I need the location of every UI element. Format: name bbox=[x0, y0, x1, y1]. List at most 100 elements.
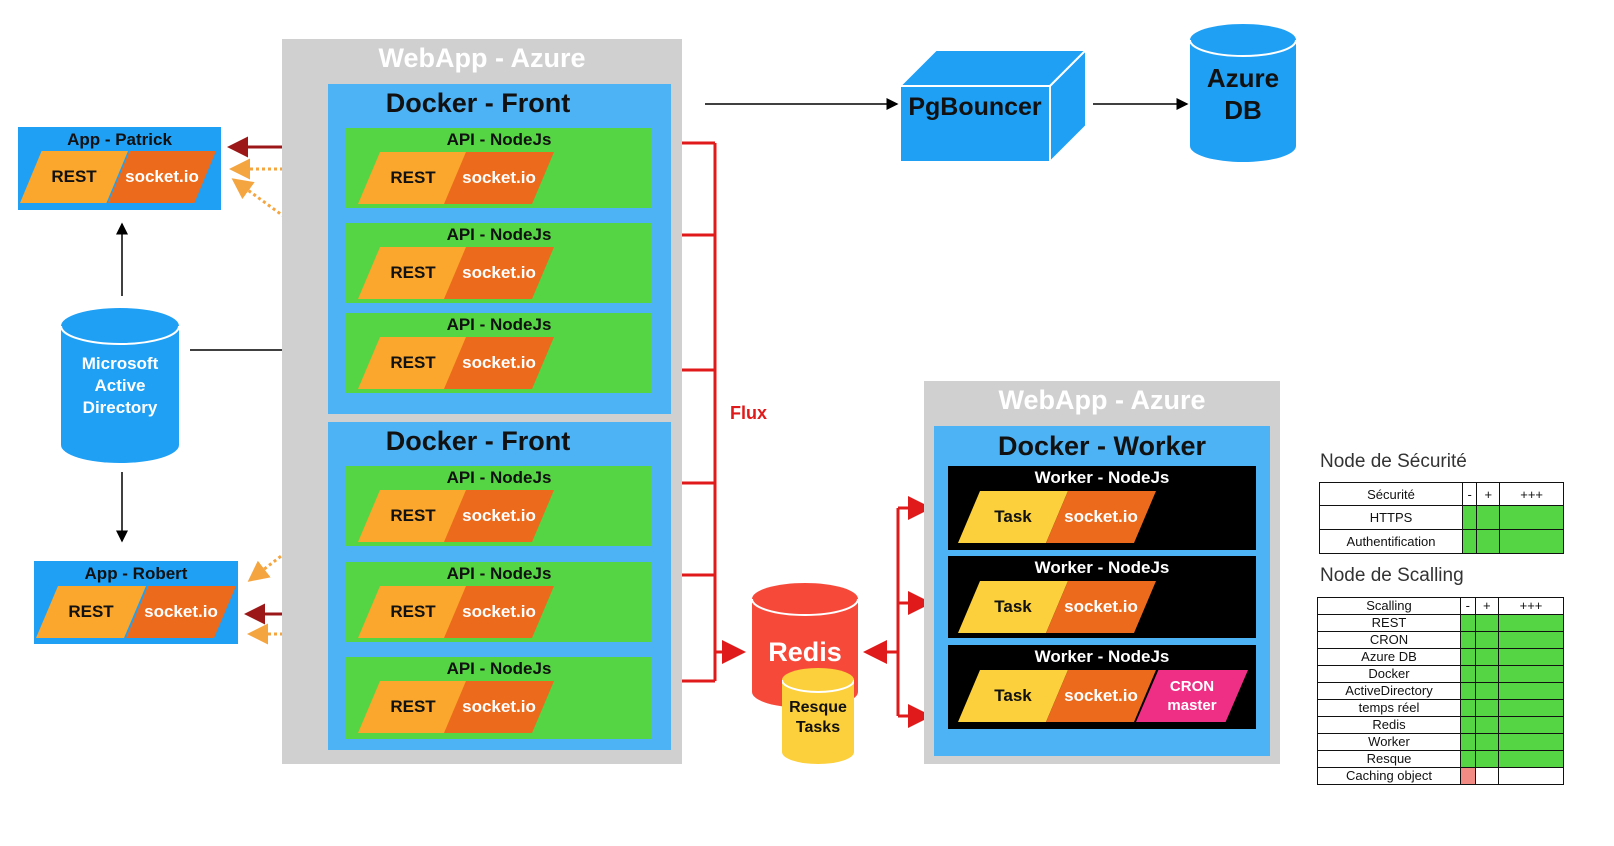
api-node: API - NodeJs REST socket.io bbox=[346, 657, 652, 739]
legend-header-cell: Scalling bbox=[1317, 597, 1461, 615]
legend-cell-green bbox=[1460, 665, 1476, 683]
legend-cell-green bbox=[1498, 665, 1564, 683]
legend-header-cell: +++ bbox=[1498, 597, 1564, 615]
legend-cell-green bbox=[1460, 614, 1476, 632]
worker-node: Worker - NodeJs Task socket.io bbox=[948, 556, 1256, 638]
legend-row: REST bbox=[1317, 614, 1564, 632]
socket-badge: socket.io bbox=[1046, 491, 1156, 543]
legend-header-row: Sécurité - + +++ bbox=[1319, 482, 1564, 506]
legend-row: ActiveDirectory bbox=[1317, 682, 1564, 700]
rest-badge: REST bbox=[358, 681, 468, 733]
flux-label: Flux bbox=[730, 403, 768, 423]
legend-row-label: REST bbox=[1317, 614, 1461, 632]
legend-row-label: ActiveDirectory bbox=[1317, 682, 1461, 700]
cron-master-badge: CRON master bbox=[1136, 670, 1248, 722]
legend-row: CRON bbox=[1317, 631, 1564, 649]
pgbouncer: PgBouncer bbox=[897, 47, 1089, 165]
legend-cell-green bbox=[1460, 699, 1476, 717]
legend-header-cell: + bbox=[1474, 597, 1500, 615]
legend-row: Caching object bbox=[1317, 767, 1564, 785]
legend-row: Azure DB bbox=[1317, 648, 1564, 666]
legend-cell-green bbox=[1474, 733, 1500, 751]
legend-row-label: Worker bbox=[1317, 733, 1461, 751]
legend-row: Worker bbox=[1317, 733, 1564, 751]
pgbouncer-label: PgBouncer bbox=[908, 93, 1042, 121]
legend-cell-green bbox=[1474, 750, 1500, 768]
legend-cell-green bbox=[1498, 733, 1564, 751]
legend-cell-green bbox=[1460, 733, 1476, 751]
azure-db: Azure DB bbox=[1189, 24, 1297, 162]
legend-header-cell: Sécurité bbox=[1319, 482, 1463, 506]
legend-header-cell: - bbox=[1461, 482, 1478, 506]
api-title: API - NodeJs bbox=[446, 564, 552, 583]
legend-row-label: HTTPS bbox=[1319, 505, 1463, 530]
legend-cell-green bbox=[1498, 682, 1564, 700]
worker-title: Worker - NodeJs bbox=[1034, 558, 1170, 577]
rest-badge: REST bbox=[358, 490, 468, 542]
legend-cell-green bbox=[1474, 716, 1500, 734]
legend-row-label: Redis bbox=[1317, 716, 1461, 734]
legend-cell-green bbox=[1474, 682, 1500, 700]
legend-row-label: Authentification bbox=[1319, 529, 1463, 554]
legend-row: Resque bbox=[1317, 750, 1564, 768]
worker-node: Worker - NodeJs Task socket.io bbox=[948, 466, 1256, 550]
app-title: App - Robert bbox=[84, 564, 188, 583]
legend-cell-green bbox=[1460, 631, 1476, 649]
socket-badge: socket.io bbox=[126, 586, 236, 638]
app-title: App - Patrick bbox=[67, 130, 172, 149]
legend-row: Authentification bbox=[1319, 529, 1564, 554]
task-badge: Task bbox=[958, 581, 1068, 633]
legend-cell-green bbox=[1476, 505, 1501, 530]
resque-tasks: Resque Tasks bbox=[781, 668, 855, 764]
api-title: API - NodeJs bbox=[446, 659, 552, 678]
legend-row-label: Caching object bbox=[1317, 767, 1461, 785]
legend-cell-green bbox=[1474, 665, 1500, 683]
legend-cell-green bbox=[1499, 505, 1564, 530]
legend-header-cell: +++ bbox=[1499, 482, 1564, 506]
legend-cell-green bbox=[1474, 631, 1500, 649]
legend-cell-green bbox=[1474, 648, 1500, 666]
api-title: API - NodeJs bbox=[446, 130, 552, 149]
legend-cell-green bbox=[1498, 699, 1564, 717]
legend-header-cell: - bbox=[1460, 597, 1476, 615]
legend-security-title: Node de Sécurité bbox=[1320, 451, 1467, 472]
api-node: API - NodeJs REST socket.io bbox=[346, 128, 652, 208]
legend-cell-green bbox=[1460, 682, 1476, 700]
worker-node: Worker - NodeJs Task socket.io CRON mast… bbox=[948, 645, 1256, 729]
api-title: API - NodeJs bbox=[446, 468, 552, 487]
legend-cell-green bbox=[1460, 716, 1476, 734]
legend-cell-green bbox=[1498, 750, 1564, 768]
legend-cell-green bbox=[1461, 505, 1478, 530]
legend-cell-white bbox=[1474, 767, 1500, 785]
socket-badge: socket.io bbox=[444, 152, 554, 204]
legend-cell-green bbox=[1498, 648, 1564, 666]
legend-row-label: Resque bbox=[1317, 750, 1461, 768]
cube-icon bbox=[897, 47, 1089, 165]
legend-cell-green bbox=[1476, 529, 1501, 554]
legend-cell-red bbox=[1460, 767, 1476, 785]
active-directory-label: Microsoft Active Directory bbox=[81, 354, 159, 417]
active-directory-db: Microsoft Active Directory bbox=[60, 308, 180, 463]
app-patrick: App - Patrick REST socket.io bbox=[18, 127, 221, 210]
legend-cell-green bbox=[1498, 631, 1564, 649]
api-node: API - NodeJs REST socket.io bbox=[346, 313, 652, 393]
api-node: API - NodeJs REST socket.io bbox=[346, 223, 652, 303]
webapp-title: WebApp - Azure bbox=[998, 385, 1206, 415]
docker-title: Docker - Front bbox=[385, 88, 571, 118]
legend-cell-green bbox=[1461, 529, 1478, 554]
socket-badge: socket.io bbox=[1046, 581, 1156, 633]
legend-row: Redis bbox=[1317, 716, 1564, 734]
api-node: API - NodeJs REST socket.io bbox=[346, 466, 652, 546]
legend-row-label: Azure DB bbox=[1317, 648, 1461, 666]
legend-row: temps réel bbox=[1317, 699, 1564, 717]
database-icon bbox=[781, 668, 855, 764]
legend-cell-white bbox=[1498, 767, 1564, 785]
legend-row: Docker bbox=[1317, 665, 1564, 683]
rest-badge: REST bbox=[358, 247, 468, 299]
legend-security-table: Sécurité - + +++ HTTPS Authentification bbox=[1319, 482, 1564, 554]
api-title: API - NodeJs bbox=[446, 225, 552, 244]
worker-title: Worker - NodeJs bbox=[1034, 647, 1170, 666]
app-robert: App - Robert REST socket.io bbox=[34, 561, 238, 644]
socket-badge: socket.io bbox=[444, 681, 554, 733]
legend-cell-green bbox=[1498, 614, 1564, 632]
